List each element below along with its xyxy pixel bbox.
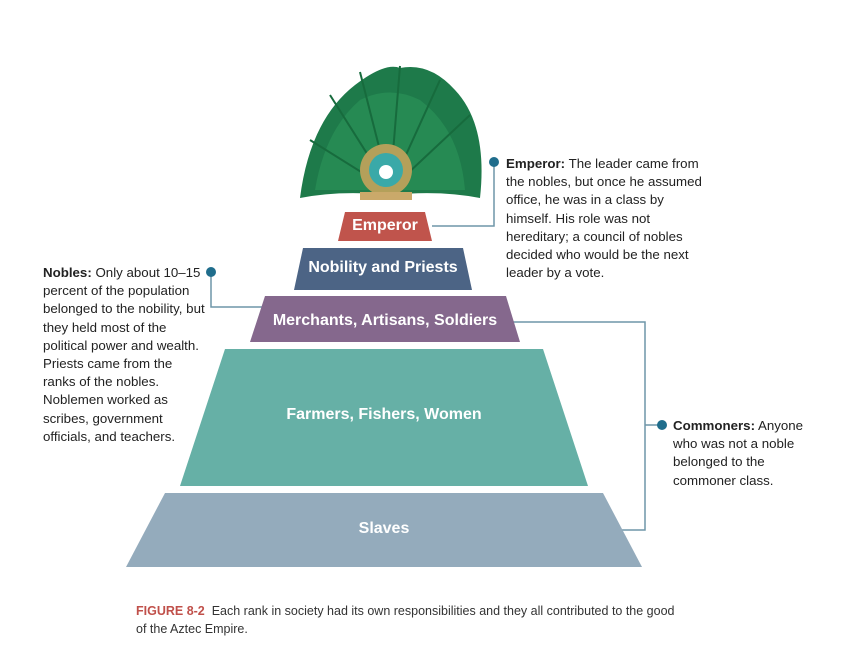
- callout-text: Anyone who was not a noble belonged to t…: [673, 418, 804, 488]
- pyramid-level-merchants: [250, 296, 520, 342]
- pyramid-level-nobility: [294, 248, 472, 290]
- callout-title: Emperor:: [506, 156, 566, 171]
- pyramid-level-farmers: [180, 349, 588, 486]
- emperor-callout: Emperor: The leader came from the nobles…: [506, 155, 706, 282]
- level-label-slaves: Slaves: [358, 520, 410, 537]
- nobles-callout: Nobles: Only about 10–15 percent of the …: [43, 264, 208, 446]
- commoners-callout-dot: [657, 420, 667, 430]
- figure-number: FIGURE 8-2: [136, 604, 205, 618]
- commoners-callout: Commoners: Anyone who was not a noble be…: [673, 417, 813, 490]
- level-label-nobility: Nobility and Priests: [308, 259, 458, 276]
- headdress-image: [300, 65, 482, 200]
- emperor-callout-dot: [489, 157, 499, 167]
- level-label-merchants: Merchants, Artisans, Soldiers: [272, 312, 498, 329]
- connector-lines: [210, 162, 662, 531]
- pyramid-level-emperor: [338, 212, 432, 241]
- figure-caption: FIGURE 8-2 Each rank in society had its …: [136, 602, 676, 638]
- caption-text: Each rank in society had its own respons…: [136, 604, 675, 636]
- level-label-farmers: Farmers, Fishers, Women: [286, 406, 482, 423]
- nobles-callout-dot: [206, 267, 216, 277]
- callout-title: Commoners:: [673, 418, 756, 433]
- pyramid-level-slaves: [126, 493, 642, 567]
- callout-text: Only about 10–15 percent of the populati…: [43, 265, 205, 444]
- callout-title: Nobles:: [43, 265, 92, 280]
- level-label-emperor: Emperor: [352, 217, 418, 234]
- callout-text: The leader came from the nobles, but onc…: [506, 156, 702, 281]
